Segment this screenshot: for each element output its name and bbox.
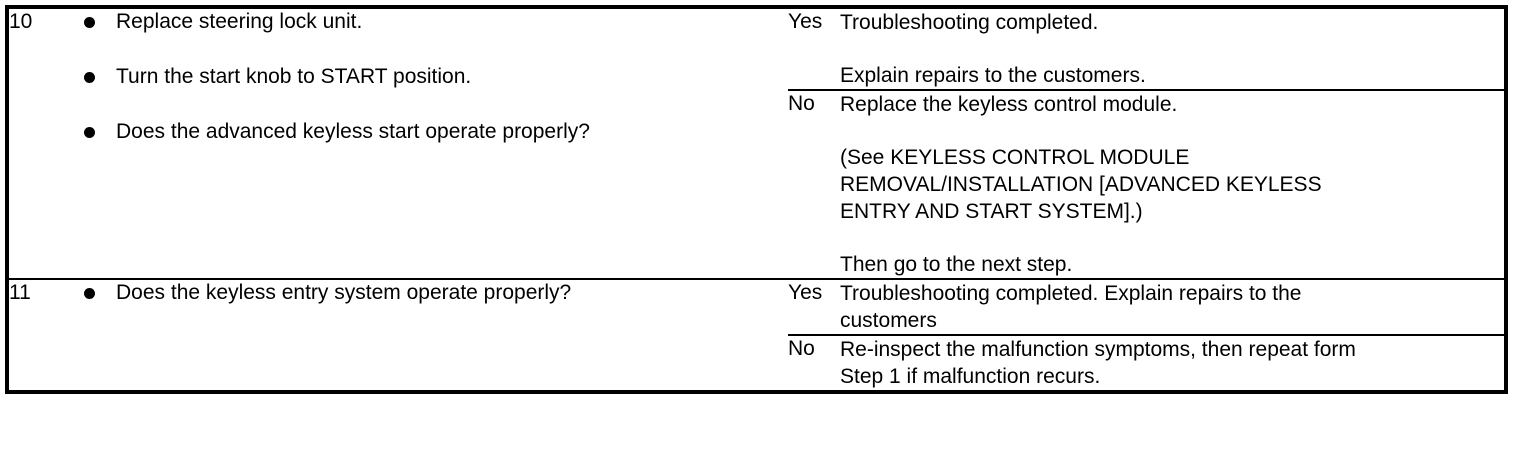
action-text: Does the advanced keyless start operate … <box>116 120 590 143</box>
result-cell-11-yes: Troubleshooting completed. Explain repai… <box>840 278 1506 335</box>
bullet-dot-icon <box>84 288 95 299</box>
result-line: customers <box>840 309 937 332</box>
action-bullet-list-10: Replace steering lock unit. Turn the sta… <box>84 9 788 145</box>
result-line: Then go to the next step. <box>840 253 1073 276</box>
table-row: No Replace the keyless control module. (… <box>7 89 1506 279</box>
result-line: Replace the keyless control module. <box>840 93 1178 116</box>
result-line: Step 1 if malfunction recurs. <box>840 365 1101 388</box>
step-number-10: 10 <box>7 7 84 279</box>
result-line: ENTRY AND START SYSTEM].) <box>840 200 1143 223</box>
result-line: REMOVAL/INSTALLATION [ADVANCED KEYLESS <box>840 173 1322 196</box>
bullet-dot-icon <box>84 72 95 83</box>
list-item: Does the keyless entry system operate pr… <box>84 280 788 306</box>
bullet-dot-icon <box>84 127 95 138</box>
table-row: No Re-inspect the malfunction symptoms, … <box>7 334 1506 392</box>
result-line: Explain repairs to the customers. <box>840 64 1146 87</box>
result-line: Troubleshooting completed. Explain repai… <box>840 282 1302 305</box>
result-cell-11-no: Re-inspect the malfunction symptoms, the… <box>840 334 1506 392</box>
result-paragraph: Re-inspect the malfunction symptoms, the… <box>840 336 1504 390</box>
list-item: Turn the start knob to START position. <box>84 64 788 90</box>
table-row: 10 Replace steering lock unit. Turn the … <box>7 7 1506 279</box>
result-reference-paragraph: (See KEYLESS CONTROL MODULE REMOVAL/INST… <box>840 144 1504 225</box>
result-line: (See KEYLESS CONTROL MODULE <box>840 146 1190 169</box>
result-paragraph: Then go to the next step. <box>840 251 1504 278</box>
troubleshooting-table: 10 Replace steering lock unit. Turn the … <box>5 5 1508 394</box>
action-text: Replace steering lock unit. <box>116 10 363 33</box>
result-cell-10-no: Replace the keyless control module. (See… <box>840 89 1506 279</box>
result-cell-10-yes: Troubleshooting completed. Explain repai… <box>840 7 1506 90</box>
result-paragraph: Replace the keyless control module. <box>840 91 1504 118</box>
action-text: Does the keyless entry system operate pr… <box>116 281 572 304</box>
action-cell-10: Replace steering lock unit. Turn the sta… <box>84 7 788 279</box>
bullet-dot-icon <box>84 17 95 28</box>
list-item: Replace steering lock unit. <box>84 9 788 35</box>
answer-label-11-yes: Yes <box>788 278 840 335</box>
step-number-11: 11 <box>7 278 84 392</box>
result-paragraph: Troubleshooting completed. Explain repai… <box>840 280 1504 334</box>
result-line: Re-inspect the malfunction symptoms, the… <box>840 338 1356 361</box>
answer-label-11-no: No <box>788 334 840 392</box>
list-item: Does the advanced keyless start operate … <box>84 119 788 145</box>
table-row: 11 Does the keyless entry system operate… <box>7 278 1506 392</box>
result-paragraph: Explain repairs to the customers. <box>840 62 1504 89</box>
action-bullet-list-11: Does the keyless entry system operate pr… <box>84 280 788 306</box>
action-text: Turn the start knob to START position. <box>116 65 472 88</box>
answer-label-10-yes: Yes <box>788 7 840 90</box>
result-paragraph: Troubleshooting completed. <box>840 9 1504 36</box>
answer-label-10-no: No <box>788 89 840 279</box>
action-cell-11: Does the keyless entry system operate pr… <box>84 278 788 392</box>
result-line: Troubleshooting completed. <box>840 11 1099 34</box>
